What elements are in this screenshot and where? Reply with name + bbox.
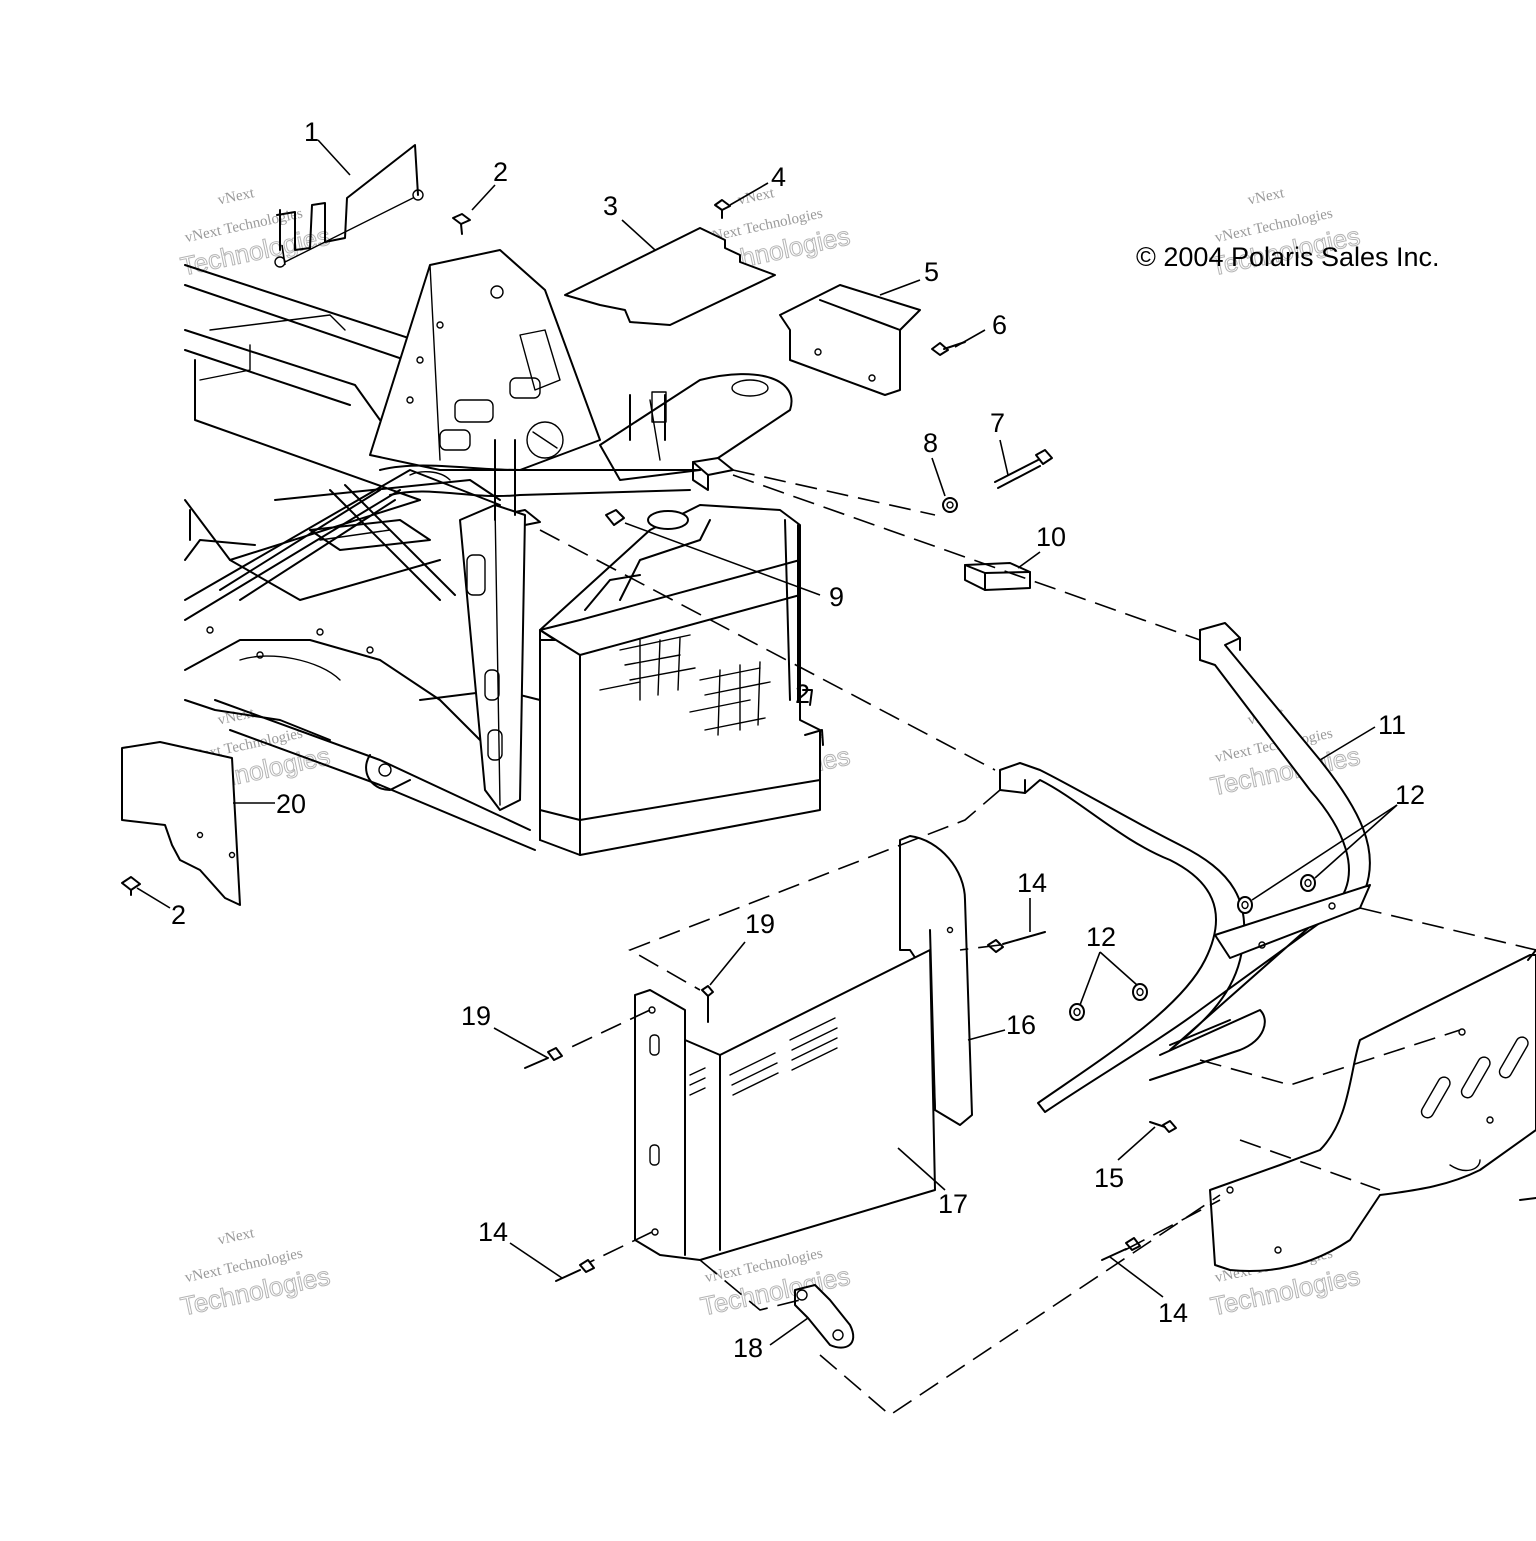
callout-20: 20 [276,789,306,819]
callout-9: 9 [829,582,844,612]
callout-12-lower: 12 [1086,922,1116,952]
callout-labels: 1 2 3 4 5 6 7 8 9 10 11 12 2 14 12 16 17… [171,117,1425,1363]
callout-19-upper: 19 [745,909,775,939]
skid-plate [1209,949,1536,1272]
callout-1: 1 [304,117,319,147]
guard-louvers [689,1017,838,1096]
callout-14-lower-left: 14 [478,1217,508,1247]
callout-2: 2 [493,157,508,187]
callout-12: 12 [1395,780,1425,810]
callout-18: 18 [733,1333,763,1363]
radiator-assembly [539,504,824,856]
leader-lines [136,139,1398,1346]
part-12-washers [1069,874,1316,1021]
copyright-notice: © 2004 Polaris Sales Inc. [1136,242,1440,272]
svg-text:vNext: vNext [216,185,256,208]
callout-11: 11 [1378,710,1406,740]
callout-3: 3 [603,191,618,221]
part-3-plate [564,227,776,326]
part-18-bracket [794,1284,855,1349]
part-11-bumper [999,622,1371,1113]
part-2-fastener [452,213,471,235]
part-17-guard [634,949,936,1261]
callout-14-lower-right: 14 [1158,1298,1188,1328]
svg-text:vNext: vNext [736,185,776,208]
callout-15: 15 [1094,1163,1124,1193]
callout-16: 16 [1006,1010,1036,1040]
callout-2-radiator: 2 [795,679,810,709]
callout-4: 4 [771,162,786,192]
part-4-screw [714,199,731,219]
part-7-bolt [994,449,1053,489]
callout-19-left: 19 [461,1001,491,1031]
callout-7: 7 [990,408,1005,438]
part-10-spacer [964,562,1031,591]
callout-10: 10 [1036,522,1066,552]
svg-text:vNext: vNext [216,1225,256,1248]
svg-text:vNext: vNext [1246,185,1286,208]
part-20-flap [121,741,241,906]
callout-8: 8 [923,428,938,458]
callout-2-lower: 2 [171,900,186,930]
callout-5: 5 [924,257,939,287]
watermark: vNext vNext Technologies Technologies [177,185,333,282]
radiator-core-hatch [599,634,771,736]
part-1-bracket [274,144,424,268]
assembly-lines [281,244,1536,1417]
watermark: vNext vNext Technologies Technologies [177,1225,333,1322]
part-5-bracket [779,284,921,396]
callout-6: 6 [992,310,1007,340]
callout-17: 17 [938,1189,968,1219]
chassis-frame [184,249,793,851]
part-8-nut [942,497,958,513]
callout-14-upper: 14 [1017,868,1047,898]
